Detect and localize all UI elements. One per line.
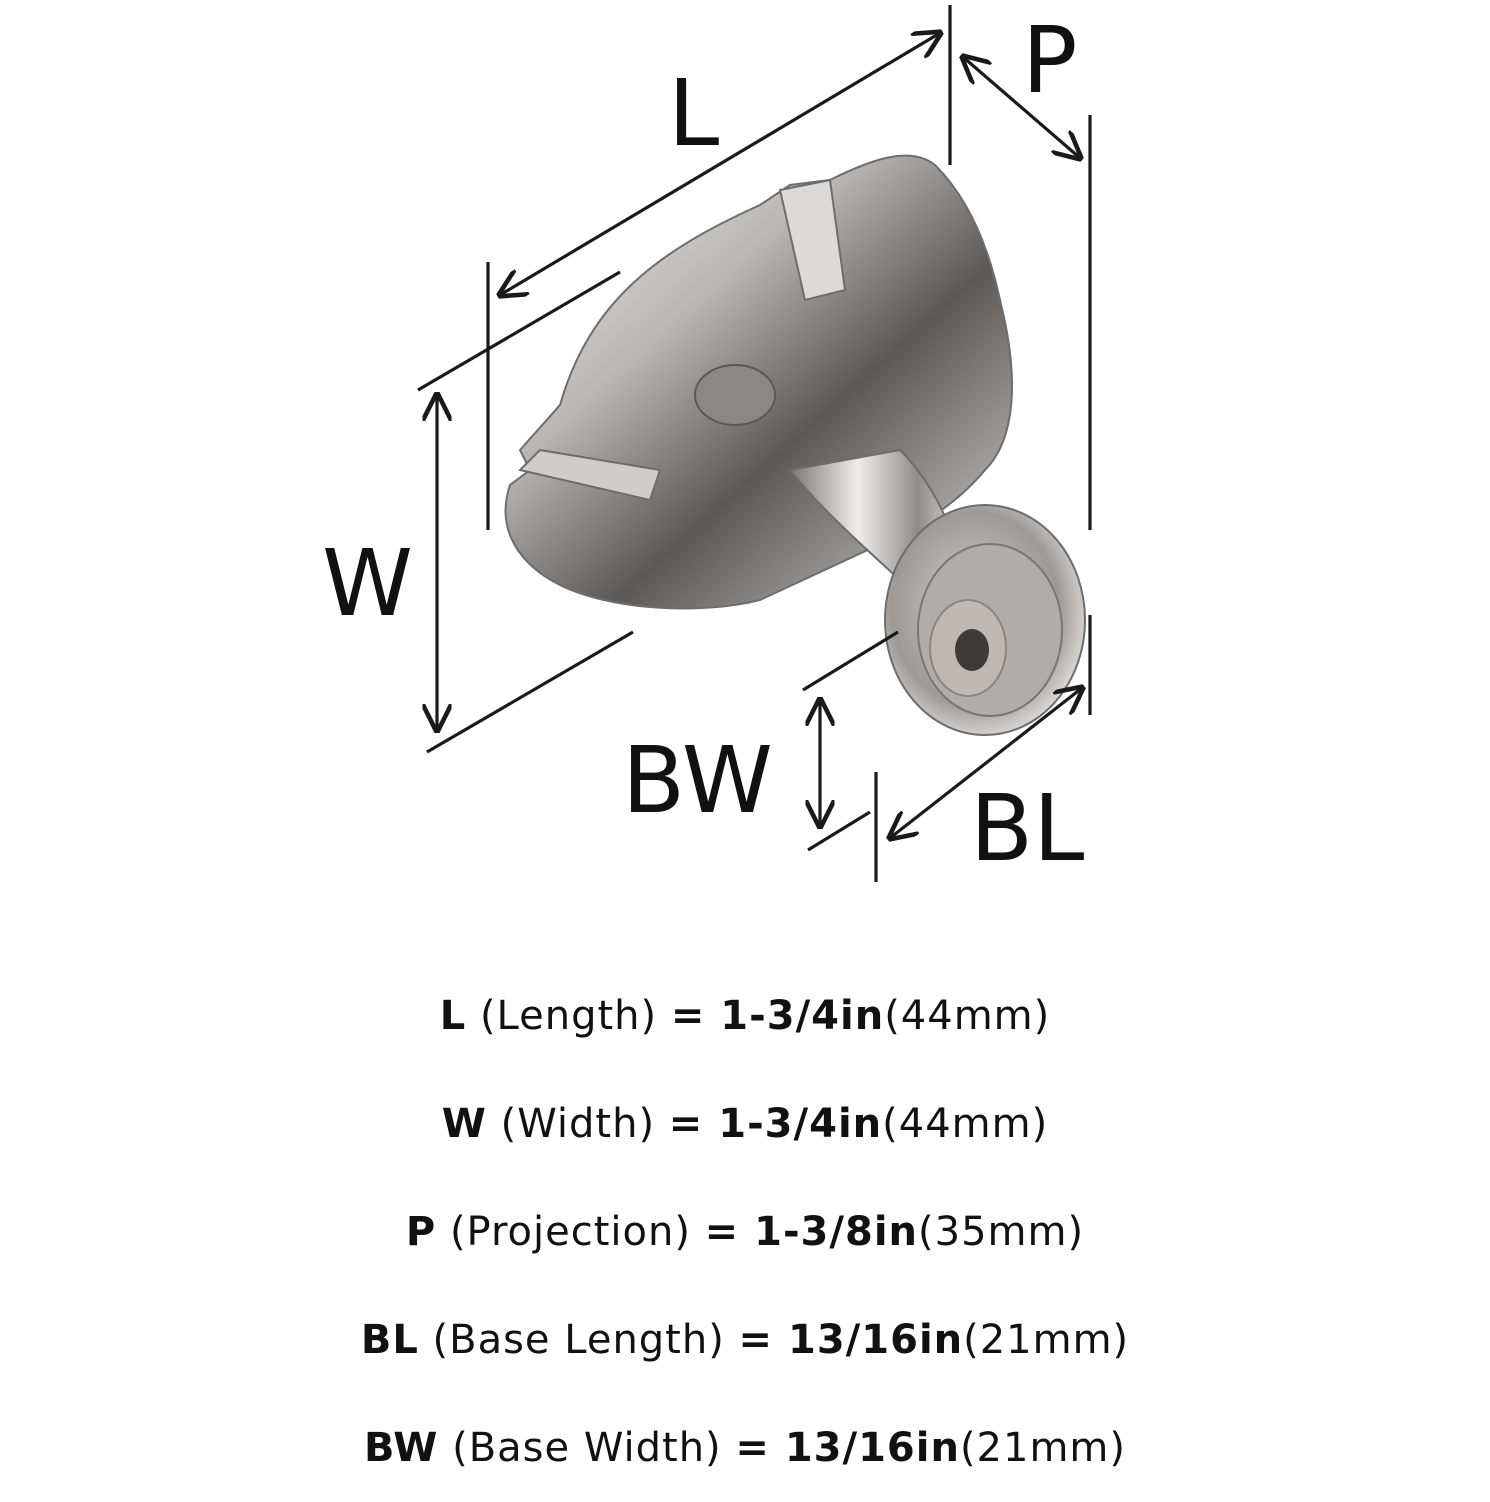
bl-dimension-arrow bbox=[890, 688, 1082, 838]
dimension-diagram: L P W BW BL bbox=[322, 5, 1092, 882]
w-extension-bottom bbox=[426, 630, 634, 754]
spec-imperial: 1-3/8in bbox=[754, 1209, 919, 1255]
spec-metric: (21mm) bbox=[959, 1425, 1126, 1471]
spec-equals: = bbox=[668, 1101, 719, 1147]
spec-desc: (Base Width) bbox=[438, 1425, 736, 1471]
l-dimension-arrow bbox=[500, 33, 940, 295]
knob-recess bbox=[694, 364, 776, 426]
spec-row-width: W (Width) = 1-3/4in(44mm) bbox=[0, 1070, 1490, 1178]
spec-metric: (21mm) bbox=[963, 1317, 1130, 1363]
knob-fin-left bbox=[518, 448, 662, 502]
label-l: L bbox=[668, 60, 719, 167]
knob-screw-hole bbox=[955, 629, 989, 671]
spec-equals: = bbox=[735, 1425, 785, 1471]
spec-desc: (Length) bbox=[466, 993, 671, 1039]
knob-illustration bbox=[504, 154, 1086, 736]
spec-key: W bbox=[441, 1101, 487, 1147]
spec-metric: (35mm) bbox=[918, 1209, 1085, 1255]
spec-row-base-length: BL (Base Length) = 13/16in(21mm) bbox=[0, 1286, 1490, 1394]
p-dimension-arrow bbox=[963, 57, 1080, 158]
spec-key: L bbox=[439, 993, 467, 1039]
head-tangent-line bbox=[417, 270, 621, 392]
spec-imperial: 13/16in bbox=[784, 1425, 960, 1471]
spec-equals: = bbox=[704, 1209, 755, 1255]
dimension-specs: L (Length) = 1-3/4in(44mm) W (Width) = 1… bbox=[0, 962, 1490, 1502]
label-bw: BW bbox=[622, 727, 773, 834]
spec-desc: (Base Length) bbox=[418, 1317, 739, 1363]
spec-row-projection: P (Projection) = 1-3/8in(35mm) bbox=[0, 1178, 1490, 1286]
spec-imperial: 13/16in bbox=[788, 1317, 964, 1363]
spec-row-base-width: BW (Base Width) = 13/16in(21mm) bbox=[0, 1394, 1490, 1502]
spec-key: BW bbox=[363, 1425, 439, 1471]
spec-key: P bbox=[405, 1209, 437, 1255]
label-w: W bbox=[322, 530, 413, 637]
spec-equals: = bbox=[738, 1317, 788, 1363]
spec-metric: (44mm) bbox=[884, 993, 1051, 1039]
bw-extension-bottom bbox=[807, 810, 871, 852]
spec-imperial: 1-3/4in bbox=[718, 1101, 883, 1147]
spec-equals: = bbox=[670, 993, 721, 1039]
label-p: P bbox=[1022, 7, 1077, 114]
spec-metric: (44mm) bbox=[882, 1101, 1049, 1147]
spec-key: BL bbox=[360, 1317, 419, 1363]
spec-desc: (Projection) bbox=[436, 1209, 705, 1255]
spec-row-length: L (Length) = 1-3/4in(44mm) bbox=[0, 962, 1490, 1070]
spec-imperial: 1-3/4in bbox=[720, 993, 885, 1039]
bw-extension-top bbox=[802, 630, 899, 692]
label-bl: BL bbox=[970, 775, 1084, 882]
spec-desc: (Width) bbox=[486, 1101, 669, 1147]
dimension-lines bbox=[417, 5, 1092, 882]
